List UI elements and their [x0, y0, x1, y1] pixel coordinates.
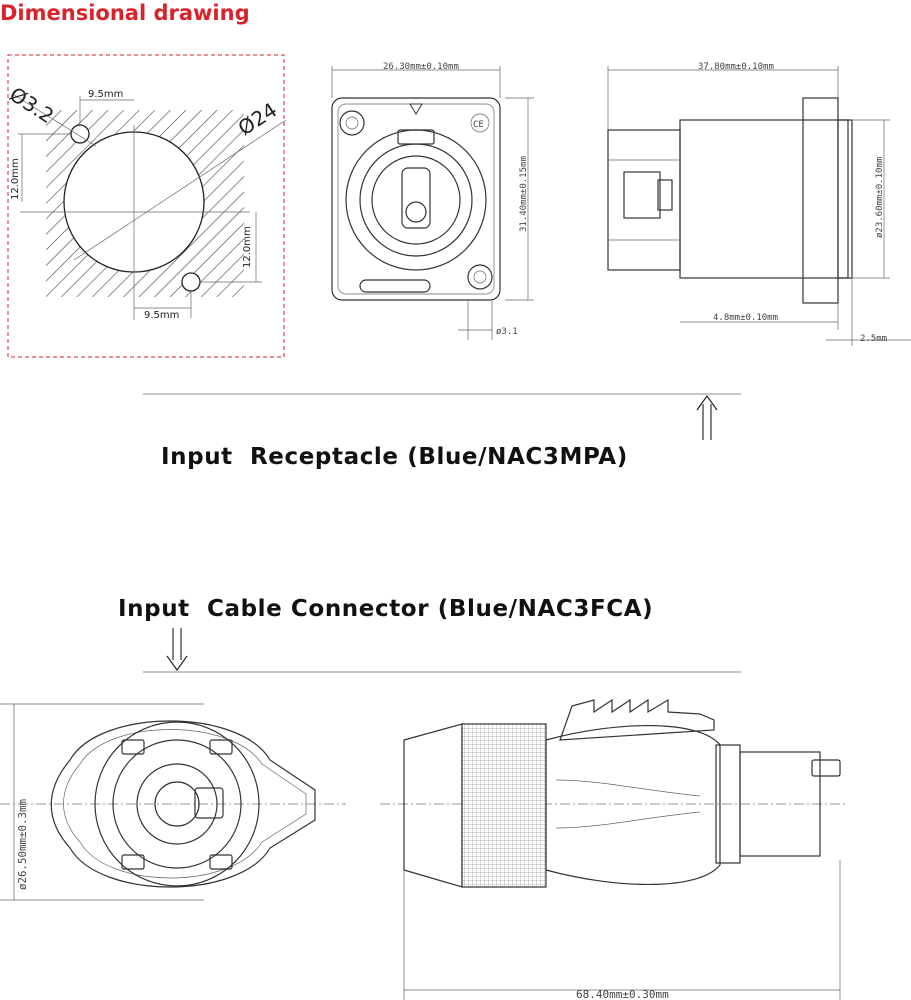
receptacle-hole-dim: ø3.1	[496, 327, 518, 337]
cutout-dim-bottom: 9.5mm	[144, 310, 179, 321]
cutout-dim-right: 12.0mm	[242, 226, 253, 268]
arrow-down-icon	[166, 628, 188, 672]
connector-front-view: ø26.50mm±0.3mm	[0, 703, 346, 901]
side-dia-dim: ø23.60mm±0.10mm	[875, 157, 885, 238]
receptacle-height-dim: 31.40mm±0.15mm	[519, 156, 529, 232]
cutout-dim-top: 9.5mm	[88, 89, 123, 100]
side-length-dim: 37.80mm±0.10mm	[698, 62, 774, 72]
receptacle-width-dim: 26.30mm±0.10mm	[383, 62, 459, 72]
side-depth-dim: 2.5mm	[860, 334, 887, 344]
receptacle-side-view: 37.80mm±0.10mm ø23.60mm±0.10mm 4.8mm±0.1…	[607, 62, 911, 346]
cutout-dim-left: 12.0mm	[10, 158, 21, 200]
panel-cutout-diagram: 9.5mm 9.5mm 12.0mm 12.0mm Ø3.2 Ø24	[5, 54, 287, 358]
receptacle-label: Input Receptacle (Blue/NAC3MPA)	[161, 444, 628, 470]
ce-mark: CE	[473, 120, 484, 130]
connector-front-dia-dim: ø26.50mm±0.3mm	[16, 799, 29, 890]
drawing-title: Dimensional drawing	[0, 1, 250, 25]
side-flange-dim: 4.8mm±0.10mm	[713, 313, 778, 323]
connector-label: Input Cable Connector (Blue/NAC3FCA)	[118, 596, 653, 622]
connector-length-dim: 68.40mm±0.30mm	[576, 988, 669, 1000]
receptacle-front-view: 26.30mm±0.10mm CE 31.40mm±0.15mm ø3.1	[331, 62, 534, 340]
arrow-up-icon	[696, 394, 718, 440]
connector-side-view: 68.40mm±0.30mm	[380, 698, 848, 1000]
